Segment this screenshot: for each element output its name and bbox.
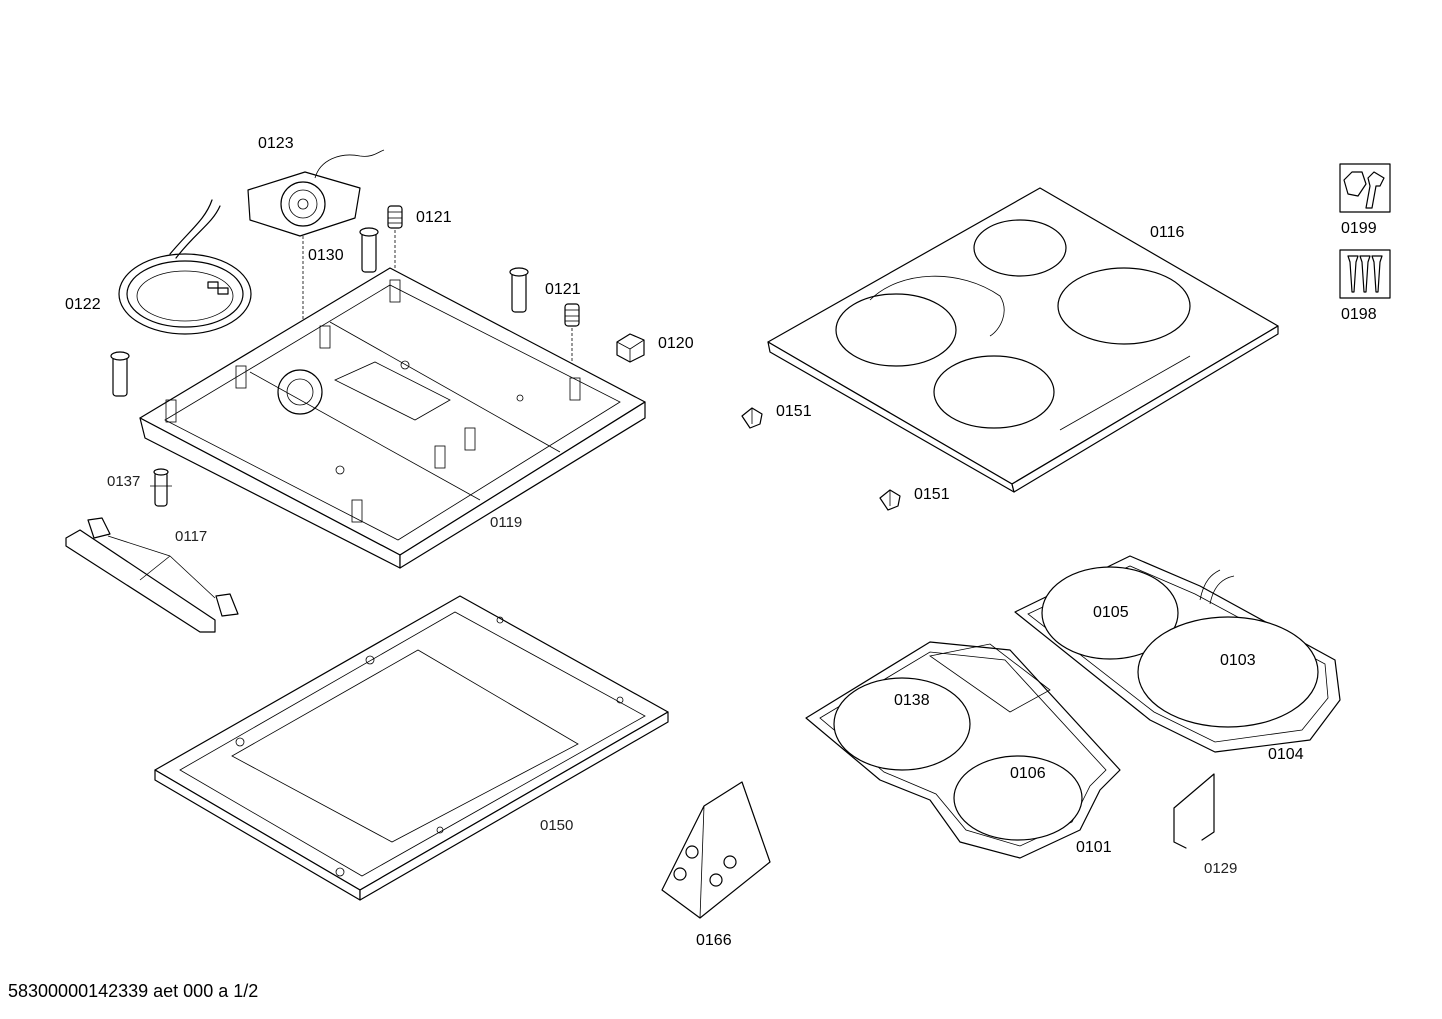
document-id-footer: 58300000142339 aet 000 a 1/2	[8, 981, 259, 1001]
label-0122: 0122	[65, 296, 101, 313]
part-0117-bracket[interactable]	[65, 517, 239, 633]
part-0122-cable[interactable]	[118, 199, 252, 335]
part-0116-glass-top[interactable]	[767, 187, 1279, 493]
screws-icon	[1339, 249, 1391, 299]
label-0117: 0117	[175, 528, 207, 545]
label-0104: 0104	[1268, 746, 1304, 763]
label-0129: 0129	[1204, 860, 1237, 877]
label-0116: 0116	[1150, 224, 1185, 241]
part-0123-fan[interactable]	[247, 149, 385, 390]
part-0106-heater[interactable]	[953, 755, 1083, 841]
label-0137: 0137	[107, 473, 140, 490]
label-0130: 0130	[308, 247, 344, 264]
label-0121-upper: 0121	[416, 209, 452, 226]
label-0119: 0119	[490, 514, 522, 531]
label-0103: 0103	[1220, 652, 1256, 669]
part-0120-clip[interactable]	[616, 333, 645, 363]
label-0121-lower: 0121	[545, 281, 581, 298]
part-0151-clip-upper[interactable]	[741, 407, 763, 429]
label-0199: 0199	[1341, 220, 1377, 237]
part-0137-pin[interactable]	[150, 468, 172, 507]
part-0103-heater[interactable]	[1137, 616, 1319, 728]
part-0105-heater[interactable]	[1041, 566, 1179, 660]
label-0120: 0120	[658, 335, 694, 352]
label-0101: 0101	[1076, 839, 1112, 856]
part-0151-clip-lower[interactable]	[879, 489, 901, 511]
label-0150: 0150	[540, 817, 573, 834]
part-0121-spring-upper[interactable]	[387, 205, 403, 268]
part-labels: 0123 0121 0130 0121 0122 0120 0137 0117 …	[65, 135, 1377, 949]
part-0130-foot[interactable]	[110, 227, 529, 397]
label-0166: 0166	[696, 932, 732, 949]
label-0138: 0138	[894, 692, 930, 709]
part-0121-spring-lower[interactable]	[564, 303, 580, 380]
part-0129-bracket[interactable]	[1173, 773, 1215, 849]
part-0119-housing[interactable]	[139, 267, 646, 569]
label-0105: 0105	[1093, 604, 1129, 621]
wires	[1199, 569, 1235, 605]
label-0198: 0198	[1341, 306, 1377, 323]
label-0151-lower: 0151	[914, 486, 950, 503]
part-0138-heater[interactable]	[833, 677, 971, 771]
wrench-icon	[1339, 163, 1391, 213]
label-0106: 0106	[1010, 765, 1046, 782]
label-0151-upper: 0151	[776, 403, 812, 420]
label-0123: 0123	[258, 135, 294, 152]
part-0166-screw-bag[interactable]	[661, 781, 771, 919]
part-0150-frame[interactable]	[154, 595, 669, 901]
